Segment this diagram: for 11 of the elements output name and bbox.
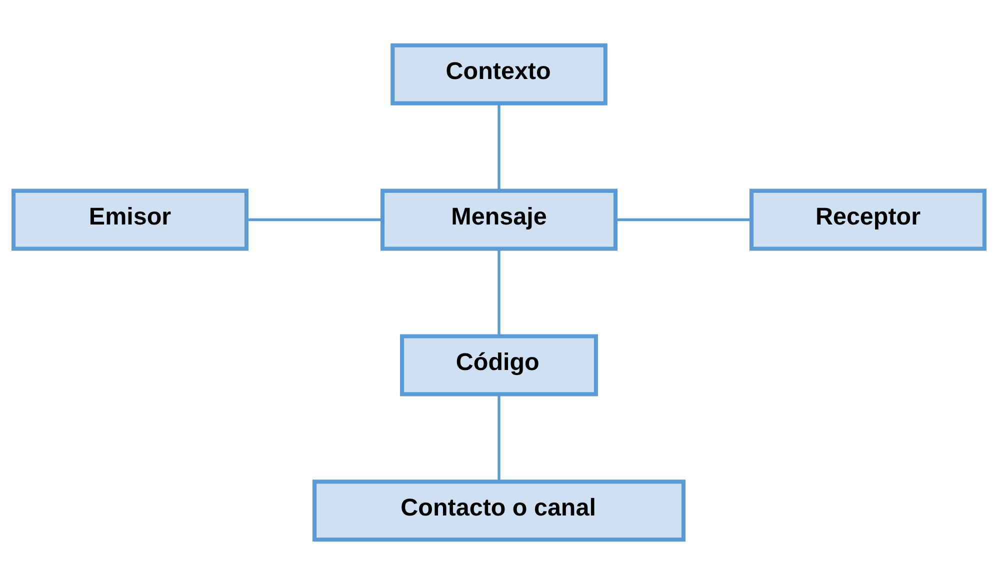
connector: [498, 394, 500, 482]
node-box: Emisor: [12, 188, 249, 250]
node-box: Contexto: [390, 42, 608, 105]
node-box: Código: [400, 334, 598, 396]
connector: [498, 248, 500, 336]
connector: [246, 218, 382, 221]
connector: [498, 103, 500, 190]
node-box: Receptor: [749, 188, 986, 250]
connector: [616, 218, 752, 221]
node-box: Mensaje: [380, 188, 618, 250]
node-box: Contacto o canal: [312, 479, 686, 542]
